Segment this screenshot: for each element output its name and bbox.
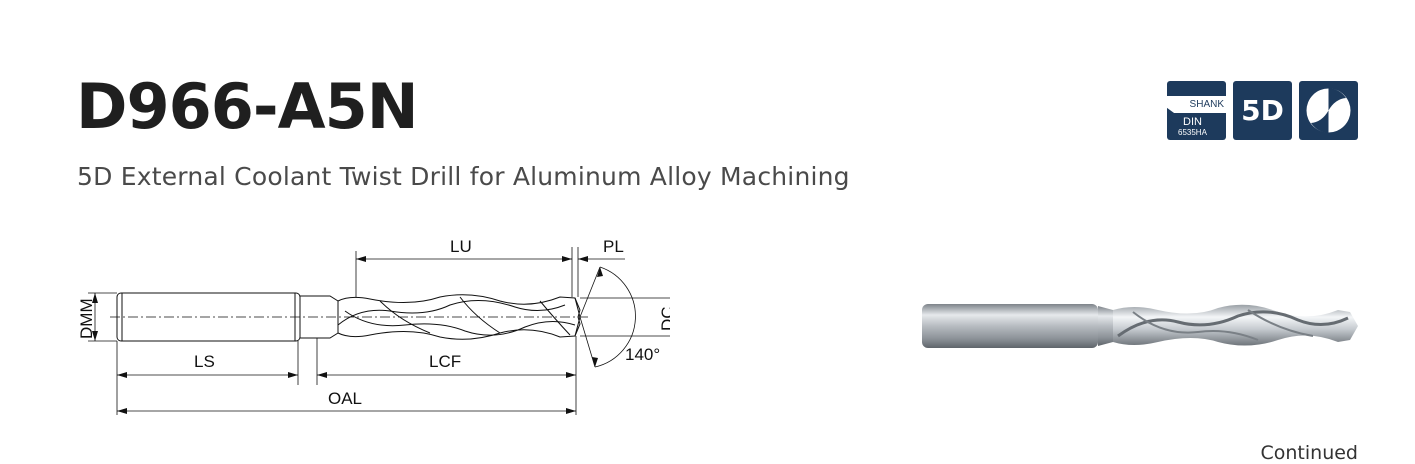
dim-dmm-label: DMM <box>77 298 96 339</box>
dim-pl-label: PL <box>603 237 624 256</box>
shank-label: SHANK <box>1189 99 1224 110</box>
din-standard-label: 6535HA <box>1178 128 1207 137</box>
dim-ls-label: LS <box>194 352 215 371</box>
dimension-drawing: LU PL DMM DC LS LCF OAL 140° <box>77 237 670 415</box>
drill-product-photo <box>922 304 1358 348</box>
neck-outline <box>300 295 339 339</box>
depth-5d-badge: 5D <box>1233 81 1292 140</box>
product-subtitle: 5D External Coolant Twist Drill for Alum… <box>77 162 850 191</box>
shank-bar-shape <box>1167 96 1226 113</box>
continued-note: Continued <box>1260 442 1359 464</box>
flute-cross-section-icon <box>1299 81 1358 140</box>
shank-din-icon: SHANK DIN 6535HA <box>1167 81 1226 140</box>
depth-label: 5D <box>1241 94 1284 127</box>
dim-lcf-label: LCF <box>429 352 461 371</box>
dim-lu-label: LU <box>450 237 472 256</box>
feature-badges: SHANK DIN 6535HA 5D <box>1167 81 1358 140</box>
dim-oal-label: OAL <box>328 389 362 408</box>
din-label: DIN <box>1183 116 1202 128</box>
flute-shape <box>1306 88 1351 133</box>
dim-angle-label: 140° <box>625 345 660 364</box>
dim-dc-label: DC <box>658 306 670 331</box>
product-title: D966-A5N <box>76 70 419 143</box>
